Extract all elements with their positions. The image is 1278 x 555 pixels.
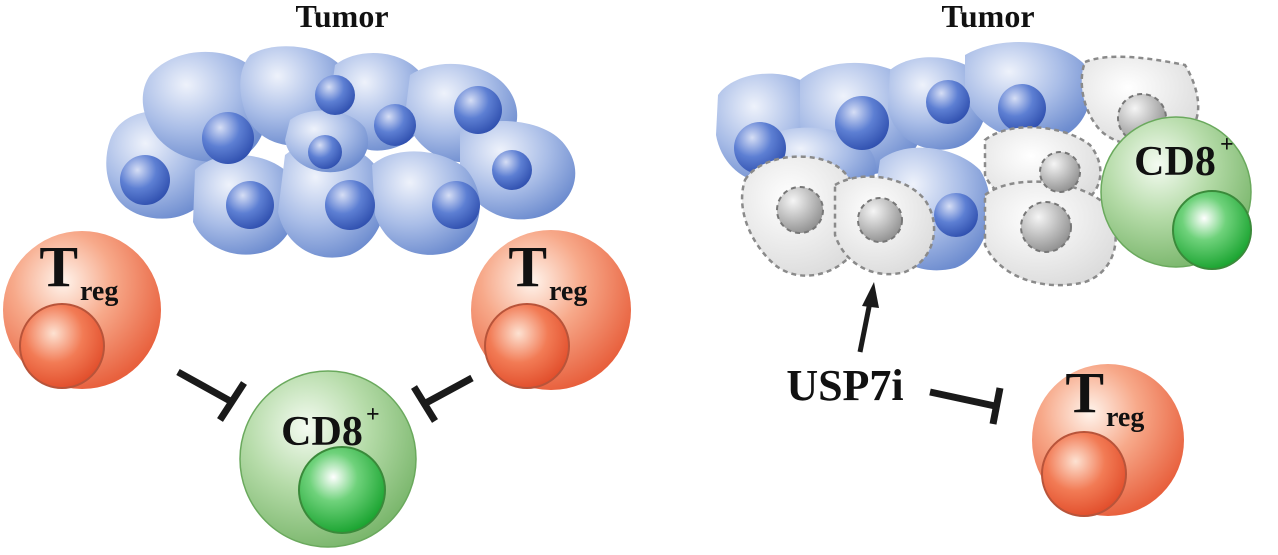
tumor-nucleus	[120, 155, 170, 205]
tumor-nucleus	[432, 181, 480, 229]
treg-label-main: T	[39, 234, 78, 299]
cd8-label-sup: +	[1220, 132, 1234, 158]
inhibition-arrow-right	[411, 374, 474, 423]
tumor-label-left: Tumor	[295, 0, 388, 34]
treg-cell-right-panel: T reg	[1032, 360, 1184, 517]
tumor-nucleus	[308, 135, 342, 169]
inhibition-arrow-left	[176, 368, 247, 422]
tumor-cell	[372, 151, 480, 255]
treg-nucleus	[484, 303, 570, 389]
dying-nucleus	[1039, 151, 1081, 193]
cd8-nucleus	[298, 446, 386, 534]
cd8-label-sup: +	[366, 402, 380, 428]
tumor-nucleus	[202, 112, 254, 164]
cd8-label-main: CD8	[1134, 139, 1216, 185]
cd8-cell-right: CD8 +	[1100, 116, 1252, 270]
tumor-cluster-left	[106, 46, 576, 258]
tumor-nucleus	[934, 193, 978, 237]
tumor-nucleus	[315, 75, 355, 115]
dying-nucleus	[1020, 201, 1072, 253]
tumor-nucleus	[998, 84, 1046, 132]
tumor-nucleus	[226, 181, 274, 229]
activation-arrow	[857, 282, 879, 353]
tumor-nucleus	[454, 86, 502, 134]
cd8-cell-left: CD8 +	[239, 370, 417, 548]
treg-cell-right: T reg	[471, 230, 631, 390]
cd8-nucleus	[1172, 190, 1252, 270]
cd8-label-main: CD8	[281, 409, 363, 455]
treg-cell-left: T reg	[3, 231, 161, 389]
treg-label-sub: reg	[549, 276, 587, 307]
tumor-label-right: Tumor	[941, 0, 1034, 34]
treg-label-sub: reg	[1106, 402, 1144, 433]
dying-nucleus	[857, 197, 903, 243]
tumor-nucleus	[835, 96, 889, 150]
treg-label-main: T	[1065, 360, 1104, 425]
tumor-nucleus	[374, 104, 416, 146]
tumor-nucleus	[926, 80, 970, 124]
dying-nucleus	[776, 186, 824, 234]
treg-label-sub: reg	[80, 276, 118, 307]
inhibition-arrow-usp7i	[929, 387, 1004, 425]
treg-nucleus	[19, 303, 105, 389]
treg-label-main: T	[508, 234, 547, 299]
treg-nucleus	[1041, 431, 1127, 517]
tumor-nucleus	[325, 180, 375, 230]
tumor-nucleus	[492, 150, 532, 190]
usp7i-label: USP7i	[786, 361, 903, 410]
